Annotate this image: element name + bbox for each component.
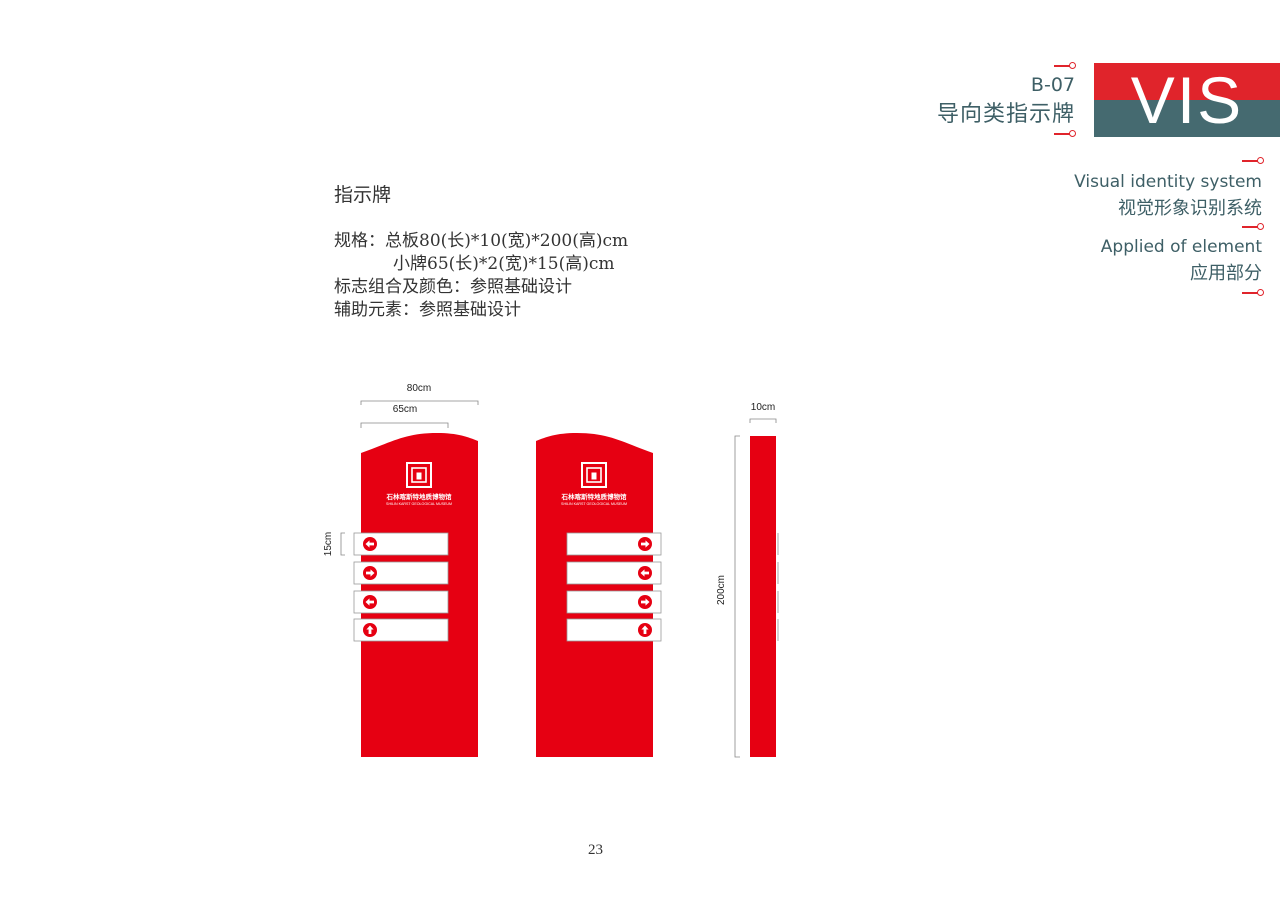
vis-logo-block: VIS: [1094, 63, 1280, 137]
up-arrow-icon: [638, 623, 652, 637]
spec-line-total: 规格：总板80(长)*10(宽)*200(高)cm: [334, 226, 628, 251]
connector-icon: [1054, 62, 1076, 70]
page-number: 23: [588, 842, 603, 858]
sign-side-board: [750, 436, 776, 757]
dimension-65cm: 65cm: [360, 404, 449, 428]
dim-10-label: 10cm: [751, 402, 775, 413]
section-code: B-07: [1030, 74, 1075, 96]
sign-back: 石林喀斯特地质博物馆 SHILIN KARST GEOLOGICAL MUSEU…: [536, 433, 662, 757]
dim-200-label: 200cm: [716, 575, 727, 605]
right-arrow-icon: [638, 595, 652, 609]
left-arrow-icon: [638, 566, 652, 580]
left-arrow-icon: [363, 537, 377, 551]
spec-logo-color: 标志组合及颜色：参照基础设计: [334, 277, 572, 297]
vis-bottom-band: [1094, 100, 1280, 137]
page-heading: 指示牌: [334, 184, 392, 206]
dim-65-label: 65cm: [393, 404, 417, 415]
sidebar-line1-cn: 视觉形象识别系统: [1118, 198, 1262, 219]
sidebar-line2-en: Applied of element: [1100, 237, 1262, 257]
dimension-15cm: 15cm: [323, 532, 345, 556]
logo-cn: 石林喀斯特地质博物馆: [561, 492, 628, 501]
logo-cn: 石林喀斯特地质博物馆: [386, 492, 453, 501]
small-plate: [566, 618, 662, 642]
vis-top-band: [1094, 63, 1280, 100]
small-plate: [353, 590, 449, 614]
sign-side: 10cm 200cm: [716, 402, 779, 758]
small-plate: [353, 561, 449, 585]
dim-80-label: 80cm: [407, 383, 431, 394]
sign-front: 石林喀斯特地质博物馆 SHILIN KARST GEOLOGICAL MUSEU…: [353, 433, 478, 757]
dim-15-label: 15cm: [323, 532, 334, 556]
spec-aux: 辅助元素：参照基础设计: [334, 300, 521, 320]
connector-icon: [1242, 157, 1264, 165]
logo-en: SHILIN KARST GEOLOGICAL MUSEUM: [386, 502, 452, 506]
spec-small: 小牌65(长)*2(宽)*15(高)cm: [393, 254, 615, 274]
small-plate: [353, 618, 449, 642]
dimension-80cm: 80cm: [360, 383, 479, 405]
connector-icon: [1242, 223, 1264, 231]
spec-total: 总板80(长)*10(宽)*200(高)cm: [385, 231, 629, 251]
small-plate: [566, 561, 662, 585]
up-arrow-icon: [363, 623, 377, 637]
small-plate: [566, 532, 662, 556]
small-plate: [566, 590, 662, 614]
right-arrow-icon: [363, 566, 377, 580]
logo-en: SHILIN KARST GEOLOGICAL MUSEUM: [561, 502, 627, 506]
left-arrow-icon: [363, 595, 377, 609]
right-arrow-icon: [638, 537, 652, 551]
section-title: 导向类指示牌: [936, 102, 1075, 127]
connector-icon: [1054, 130, 1076, 138]
sidebar-line2-cn: 应用部分: [1190, 263, 1262, 284]
spec-label: 规格：: [334, 231, 385, 251]
vis-label: VIS: [1130, 63, 1244, 137]
sidebar-line1-en: Visual identity system: [1074, 172, 1262, 192]
connector-icon: [1242, 289, 1264, 297]
small-plate: [353, 532, 449, 556]
